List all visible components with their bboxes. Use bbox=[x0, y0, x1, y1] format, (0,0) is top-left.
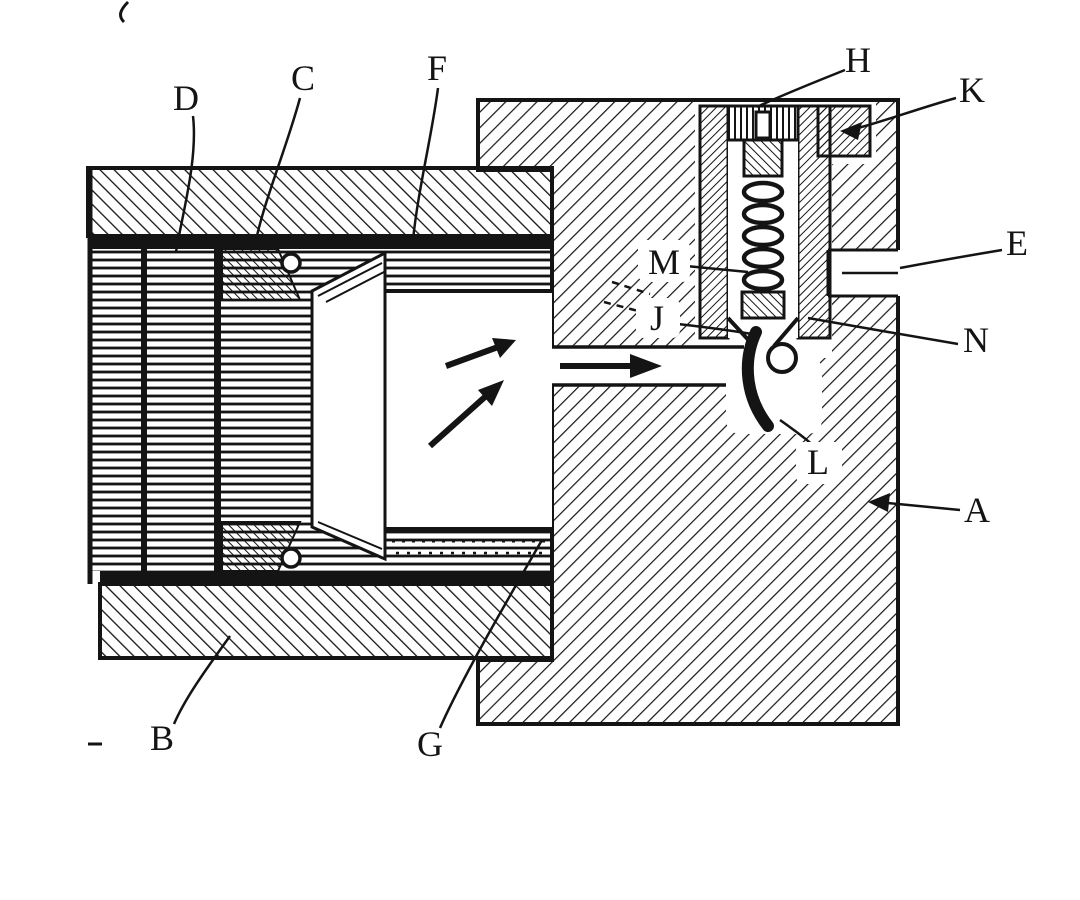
plug-divider-1 bbox=[141, 249, 147, 571]
label-D: D bbox=[173, 78, 199, 118]
label-H: H bbox=[845, 40, 871, 80]
label-L: L bbox=[807, 442, 829, 482]
oring-bottom bbox=[280, 547, 302, 569]
leader-A-arrowhead bbox=[868, 493, 890, 512]
leader-J bbox=[677, 322, 753, 336]
valve-assembly bbox=[698, 104, 872, 432]
scan-artifacts bbox=[88, 0, 130, 746]
leader-A bbox=[887, 501, 961, 512]
leader-F bbox=[411, 87, 440, 241]
inner-sleeve bbox=[310, 249, 552, 571]
valve-ball bbox=[766, 342, 798, 374]
label-C: C bbox=[291, 58, 315, 98]
spring-coil bbox=[741, 224, 785, 248]
flow-arrow-2-shaft bbox=[444, 344, 500, 369]
leader-N bbox=[807, 316, 959, 346]
label-J: J bbox=[650, 298, 664, 338]
outer-sleeve bbox=[86, 166, 554, 660]
label-J-backing bbox=[636, 298, 680, 338]
screw-slot bbox=[754, 110, 772, 140]
reference-labels: D C F H K E M J N L A B G bbox=[150, 40, 1028, 764]
oring-top bbox=[280, 252, 302, 274]
flow-arrows bbox=[428, 338, 662, 449]
chamfer-shade-1 bbox=[317, 262, 383, 297]
sleeve-top-seal-band bbox=[88, 236, 552, 249]
leader-K bbox=[857, 96, 957, 130]
flow-arrow-1-head bbox=[478, 380, 504, 406]
leader-E bbox=[899, 248, 1003, 270]
flow-passage bbox=[552, 345, 744, 387]
label-G: G bbox=[417, 724, 443, 764]
spring-coil bbox=[741, 246, 785, 270]
leader-D bbox=[174, 115, 196, 253]
plug-threads bbox=[88, 249, 312, 571]
leader-lines bbox=[172, 68, 1003, 729]
leader-B bbox=[172, 635, 232, 725]
leader-G bbox=[438, 539, 544, 729]
plug-divider-2 bbox=[214, 249, 221, 571]
leader-M bbox=[685, 264, 749, 274]
lever-hook bbox=[741, 326, 774, 432]
label-E: E bbox=[1006, 223, 1028, 263]
valve-poppet bbox=[740, 290, 786, 320]
flow-arrow-1-shaft bbox=[428, 393, 488, 449]
chamfer-shade-3 bbox=[317, 521, 383, 550]
plug-nose-frustum bbox=[310, 250, 387, 562]
sleeve-bottom-seal-band bbox=[100, 571, 552, 584]
flow-arrow-2-head bbox=[492, 338, 516, 358]
spring-coil bbox=[741, 180, 785, 204]
valve-screw bbox=[742, 138, 784, 178]
label-L-backing bbox=[796, 442, 842, 484]
spring bbox=[741, 180, 785, 292]
label-K: K bbox=[959, 70, 985, 110]
plug-body bbox=[87, 170, 312, 584]
hidden-dash-2 bbox=[603, 300, 643, 314]
chamfer-shade-2 bbox=[325, 271, 385, 303]
seat-right-line bbox=[772, 316, 800, 348]
label-M: M bbox=[648, 242, 680, 282]
leader-K-arrowhead bbox=[840, 122, 862, 140]
label-M-backing bbox=[638, 240, 690, 282]
flow-arrow-3-head bbox=[630, 354, 662, 378]
stray-squiggle bbox=[119, 0, 130, 24]
label-B: B bbox=[150, 718, 174, 758]
hidden-line-dashes bbox=[603, 280, 651, 314]
hidden-dash-1 bbox=[611, 280, 651, 296]
sleeve-bottom-band bbox=[98, 582, 554, 660]
label-F: F bbox=[427, 48, 447, 88]
sleeve-top-band bbox=[86, 166, 554, 238]
leader-C bbox=[252, 97, 302, 251]
leader-H bbox=[756, 68, 846, 109]
label-A: A bbox=[964, 490, 990, 530]
spring-coil bbox=[741, 202, 785, 226]
label-N: N bbox=[963, 320, 989, 360]
valve-left-wall bbox=[698, 104, 730, 340]
spring-coil bbox=[741, 268, 785, 292]
